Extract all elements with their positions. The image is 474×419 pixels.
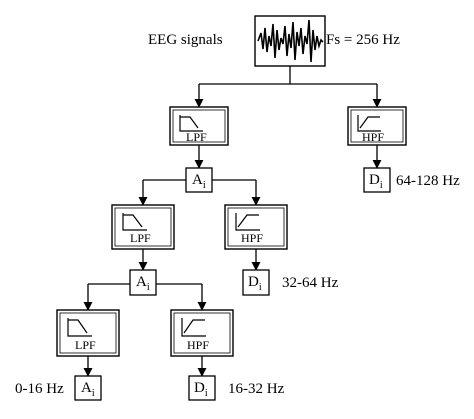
hpf-box-level3 [170, 309, 234, 357]
detail-box-level2 [242, 269, 270, 296]
eeg-signal-box [254, 15, 326, 67]
hpf-label-level1: HPF [362, 130, 385, 144]
approx-label-level3: Ai [81, 380, 95, 399]
eeg-waveform [257, 19, 324, 63]
hpf-label-level2: HPF [241, 231, 264, 245]
lowpass-response-icon [122, 213, 147, 231]
lpf-box-level1 [169, 106, 229, 146]
detail-box-level1 [363, 167, 391, 193]
sampling-rate-label: Fs = 256 Hz [326, 32, 400, 48]
hpf-box-level1 [347, 106, 407, 146]
lpf-label-level3: LPF [75, 338, 96, 352]
band-label-64-128: 64-128 Hz [396, 173, 460, 189]
highpass-response-icon [181, 318, 206, 337]
lpf-label-level1: LPF [186, 130, 207, 144]
detail-label-level1: Di [369, 172, 383, 191]
lpf-box-level2 [111, 204, 175, 250]
approx-box-level1 [185, 167, 213, 193]
lpf-label-level2: LPF [130, 231, 151, 245]
band-label-0-16: 0-16 Hz [15, 381, 64, 397]
approx-label-level1: Ai [192, 172, 206, 191]
approx-box-level3 [74, 375, 102, 401]
hpf-label-level3: HPF [187, 338, 210, 352]
eeg-signals-label: EEG signals [148, 32, 223, 48]
lowpass-response-icon [67, 318, 92, 337]
approx-label-level2: Ai [136, 274, 150, 293]
lowpass-response-icon [179, 115, 203, 132]
approx-box-level2 [129, 269, 157, 296]
band-label-16-32: 16-32 Hz [228, 381, 285, 397]
lpf-box-level3 [56, 309, 120, 357]
detail-box-level3 [188, 375, 216, 401]
highpass-response-icon [357, 115, 381, 132]
hpf-box-level2 [224, 204, 288, 250]
detail-label-level2: Di [248, 274, 262, 293]
highpass-response-icon [235, 213, 260, 231]
band-label-32-64: 32-64 Hz [282, 275, 339, 291]
detail-label-level3: Di [194, 380, 208, 399]
